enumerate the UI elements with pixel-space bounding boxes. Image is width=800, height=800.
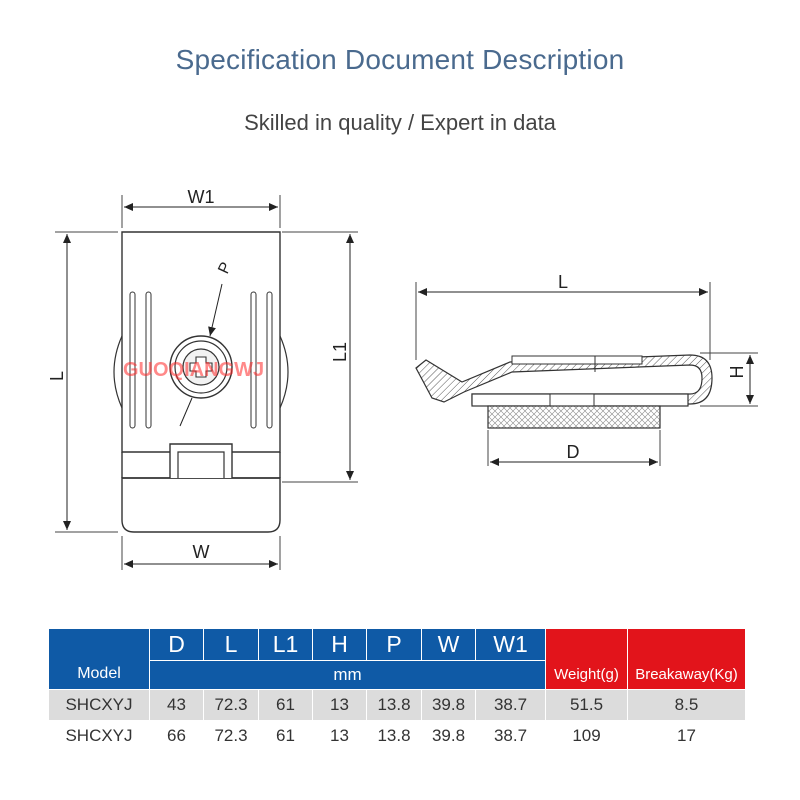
page-subtitle: Skilled in quality / Expert in data: [244, 110, 556, 135]
cell-w1: 38.7: [475, 720, 546, 752]
page-title: Specification Document Description: [175, 44, 625, 75]
cell-p: 13.8: [366, 720, 422, 752]
dim-header-l: L: [203, 628, 259, 661]
weight-header: Weight(g): [545, 628, 628, 690]
cell-l: 72.3: [203, 689, 259, 721]
model-header: Model: [48, 628, 150, 690]
dim-label-h: H: [727, 366, 747, 379]
cell-breakaway: 17: [627, 720, 746, 752]
cell-weight: 51.5: [545, 689, 628, 721]
cell-p: 13.8: [366, 689, 422, 721]
cell-w1: 38.7: [475, 689, 546, 721]
cell-h: 13: [312, 720, 367, 752]
dim-header-l1: L1: [258, 628, 313, 661]
dim-label-l: L: [47, 371, 67, 381]
dim-label-l1: L1: [330, 342, 350, 362]
table-row: SHCXYJ 66 72.3 61 13 13.8 39.8 38.7 109 …: [48, 720, 746, 752]
cell-l1: 61: [258, 720, 313, 752]
dim-header-d: D: [149, 628, 204, 661]
dim-label-w1: W1: [188, 187, 215, 207]
cell-model: SHCXYJ: [48, 689, 150, 721]
side-view: L H D: [415, 272, 758, 466]
cell-d: 66: [149, 720, 204, 752]
dim-label-side-l: L: [558, 272, 568, 292]
cell-l1: 61: [258, 689, 313, 721]
cell-l: 72.3: [203, 720, 259, 752]
breakaway-header: Breakaway(Kg): [627, 628, 746, 690]
dim-header-w1: W1: [475, 628, 546, 661]
cell-weight: 109: [545, 720, 628, 752]
cell-model: SHCXYJ: [48, 720, 150, 752]
front-view: W1 L L1: [47, 187, 358, 570]
dim-header-w: W: [421, 628, 476, 661]
cell-breakaway: 8.5: [627, 689, 746, 721]
technical-drawing: W1 L L1: [47, 187, 758, 570]
dim-header-h: H: [312, 628, 367, 661]
unit-header: mm: [149, 660, 546, 690]
spec-table: Model D L L1 H P W W1 Weight(g) Breakawa…: [48, 628, 746, 752]
cell-w: 39.8: [421, 720, 476, 752]
cell-h: 13: [312, 689, 367, 721]
cell-w: 39.8: [421, 689, 476, 721]
dim-label-w: W: [193, 542, 210, 562]
dim-label-d: D: [567, 442, 580, 462]
svg-text:GUOQIANGWJ: GUOQIANGWJ: [123, 359, 264, 381]
dim-header-p: P: [366, 628, 422, 661]
table-row: SHCXYJ 43 72.3 61 13 13.8 39.8 38.7 51.5…: [48, 689, 746, 721]
cell-d: 43: [149, 689, 204, 721]
